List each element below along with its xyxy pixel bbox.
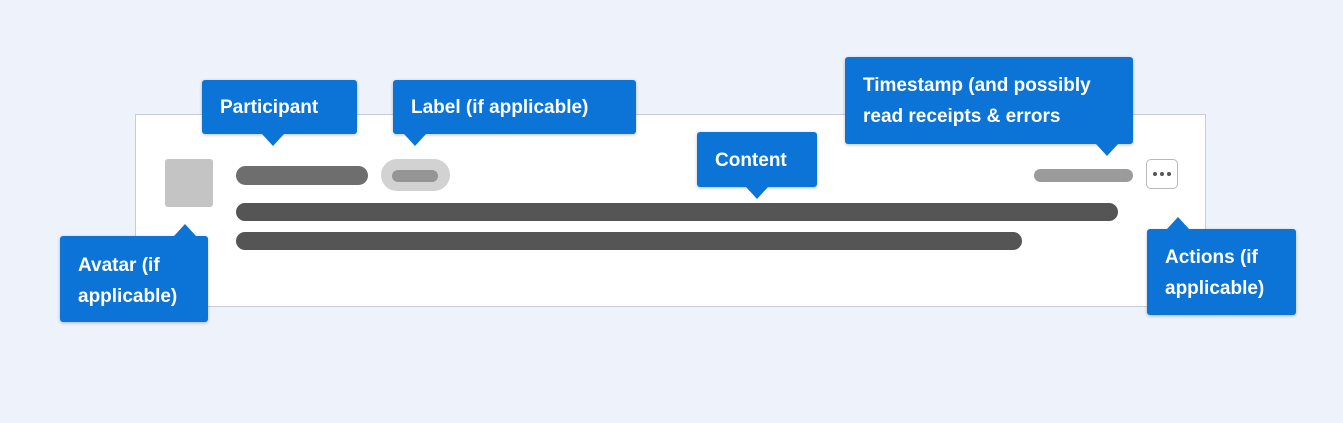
callout-avatar-text: Avatar (if applicable) bbox=[78, 255, 178, 307]
callout-content-text: Content bbox=[715, 150, 787, 171]
callout-pointer bbox=[1096, 144, 1118, 156]
callout-pointer bbox=[746, 187, 768, 199]
callout-label-text: Label (if applicable) bbox=[411, 97, 589, 118]
callout-pointer bbox=[174, 224, 196, 236]
callout-timestamp: Timestamp (and possibly read receipts & … bbox=[845, 57, 1133, 156]
callout-participant-text: Participant bbox=[220, 97, 319, 118]
callout-participant: Participant bbox=[202, 80, 357, 146]
avatar-placeholder bbox=[165, 159, 213, 207]
callout-avatar: Avatar (if applicable) bbox=[60, 224, 208, 322]
participant-name-placeholder bbox=[236, 166, 368, 185]
callout-pointer bbox=[1167, 217, 1189, 229]
more-horizontal-icon-dot bbox=[1160, 172, 1164, 176]
timestamp-placeholder bbox=[1034, 169, 1133, 182]
callout-pointer bbox=[404, 134, 426, 146]
callout-actions: Actions (if applicable) bbox=[1147, 217, 1296, 315]
callout-content: Content bbox=[697, 132, 817, 199]
more-actions-button[interactable] bbox=[1146, 159, 1178, 189]
label-text-placeholder bbox=[392, 170, 438, 182]
callout-timestamp-text: Timestamp (and possibly read receipts & … bbox=[863, 75, 1091, 127]
callout-actions-text: Actions (if applicable) bbox=[1165, 247, 1265, 299]
content-line-1-placeholder bbox=[236, 203, 1118, 221]
more-horizontal-icon-dot bbox=[1153, 172, 1157, 176]
callout-label: Label (if applicable) bbox=[393, 80, 636, 146]
callout-pointer bbox=[262, 134, 284, 146]
content-line-2-placeholder bbox=[236, 232, 1022, 250]
more-horizontal-icon-dot bbox=[1167, 172, 1171, 176]
